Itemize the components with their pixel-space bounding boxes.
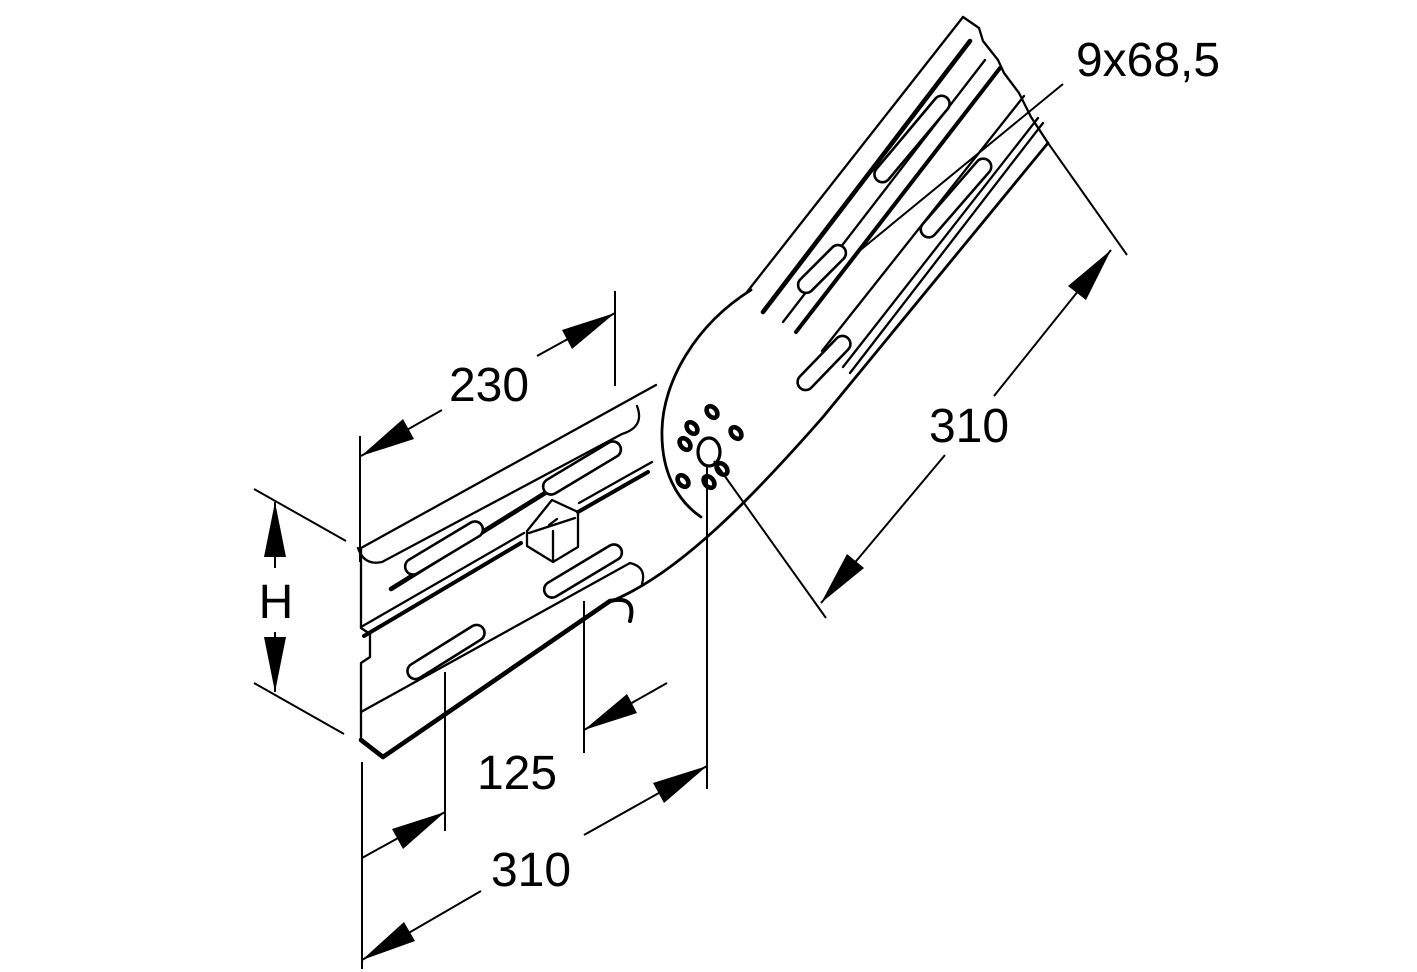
hinge-lobe-arc xyxy=(660,288,753,519)
right-arm-slot xyxy=(873,94,951,184)
dimension-310-bottom-label: 310 xyxy=(491,844,571,897)
arrowhead xyxy=(1068,250,1111,300)
dimension-310-bottom: 310 xyxy=(361,467,708,969)
left-arm-slot xyxy=(542,543,624,599)
right-arm-slot xyxy=(796,243,848,295)
arrowhead xyxy=(264,637,286,692)
dimension-310-right-label: 310 xyxy=(929,400,1009,453)
extension-line xyxy=(713,460,827,619)
right-arm-fold-shadow xyxy=(794,66,1002,334)
arrowhead xyxy=(361,419,414,456)
arrowhead xyxy=(392,812,445,849)
dimension-annotations: 230 H 125 310 xyxy=(253,34,1220,969)
left-arm-bottom-edge xyxy=(358,598,613,760)
arrowhead xyxy=(821,554,864,603)
left-arm-slot xyxy=(403,520,485,576)
hinge-plate xyxy=(612,141,1050,602)
callout-slot-pattern: 9x68,5 xyxy=(857,34,1220,253)
dimension-125-label: 125 xyxy=(477,747,557,800)
right-arm-plate xyxy=(745,15,1050,392)
right-arm-hem-line xyxy=(841,116,1040,369)
arrowhead xyxy=(264,502,286,557)
left-arm-plate xyxy=(356,383,658,760)
left-arm-bottom-edge-cap xyxy=(608,598,634,623)
arrowhead xyxy=(562,313,615,349)
slot-pattern-label: 9x68,5 xyxy=(1076,34,1220,87)
dimension-230: 230 xyxy=(359,291,616,562)
right-arm-hem-shadow xyxy=(760,38,973,315)
arrowhead xyxy=(653,766,707,803)
pivot-hole xyxy=(696,436,722,468)
dimension-125: 125 xyxy=(361,601,668,859)
left-arm-top-hem xyxy=(356,404,641,564)
dimension-310-right: 310 xyxy=(713,142,1128,619)
left-arm-mid-fold xyxy=(359,460,654,629)
dimension-height-label: H xyxy=(259,576,294,629)
left-arm-slot xyxy=(406,623,486,681)
dimension-230-label: 230 xyxy=(449,359,529,412)
left-arm-slot xyxy=(541,440,623,496)
right-arm-hem-line2 xyxy=(848,121,1045,375)
right-arm-top-edge xyxy=(745,15,965,294)
extension-line xyxy=(253,488,347,542)
right-arm-end-cap xyxy=(961,15,1050,145)
left-arm-top-edge xyxy=(359,383,658,550)
right-arm-slot xyxy=(796,334,852,392)
left-arm-bottom-hem xyxy=(359,561,645,714)
right-arm-slot xyxy=(919,157,993,239)
arrowhead xyxy=(584,694,637,730)
dimension-height: H xyxy=(253,488,347,735)
left-arm-left-edge xyxy=(359,546,372,743)
extension-line xyxy=(1047,142,1128,256)
extension-line xyxy=(253,682,345,735)
left-arm-tab-detail xyxy=(525,498,580,564)
left-arm-mid-fold-shadow xyxy=(362,470,650,638)
hinge-bottom-outline xyxy=(612,141,1050,602)
leader-line xyxy=(857,83,1064,253)
arrowhead xyxy=(362,922,415,960)
